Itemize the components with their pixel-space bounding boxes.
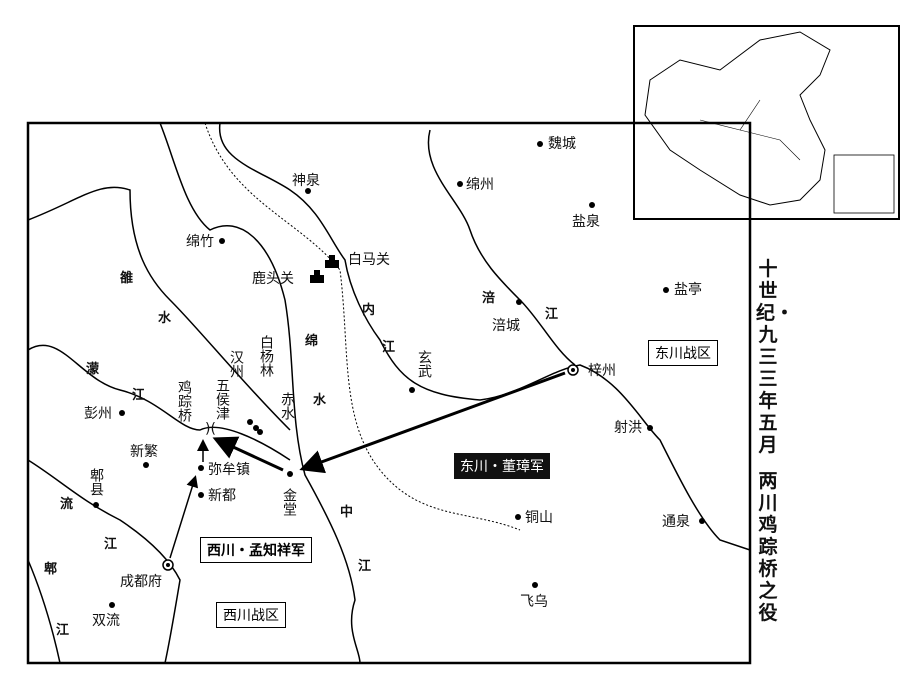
map-title: 十世纪・九三三年五月 两川鸡踪桥之役 — [756, 258, 795, 624]
town-dots — [93, 141, 705, 608]
svg-text:金堂: 金堂 — [281, 488, 297, 516]
west-army-arrow — [169, 475, 199, 559]
svg-text:流: 流 — [60, 496, 73, 512]
east-army-arrow-2 — [212, 436, 284, 472]
svg-text:江: 江 — [104, 536, 117, 552]
svg-text:五侯津: 五侯津 — [214, 378, 230, 420]
label-xinfan: 新繁 — [130, 444, 158, 460]
svg-text:濛: 濛 — [86, 361, 99, 377]
east-army-arrow — [299, 371, 566, 474]
label-lutouguan: 鹿头关 — [252, 270, 294, 287]
bridge-icon: )( — [205, 421, 216, 437]
svg-text:江: 江 — [382, 339, 395, 355]
svg-text:江: 江 — [358, 558, 371, 574]
svg-text:江: 江 — [132, 387, 145, 403]
label-tongshan: 铜山 — [525, 510, 553, 526]
label-xindu: 新都 — [208, 488, 236, 504]
svg-text:水: 水 — [313, 392, 327, 408]
label-mianzhu: 绵竹 — [186, 233, 214, 250]
boundary-dotted — [204, 122, 521, 531]
label-tongquan: 通泉 — [662, 513, 690, 530]
label-fucheng: 涪城 — [492, 318, 520, 334]
svg-text:玄武: 玄武 — [416, 349, 432, 378]
svg-text:水: 水 — [158, 310, 172, 326]
army-label-west: 西川・孟知祥军 — [200, 537, 312, 563]
zone-label-west: 西川战区 — [216, 602, 286, 628]
label-weicheng: 魏城 — [548, 136, 576, 152]
river-labels: 雒水 绵水 内江 涪江 濛江 流江 郫江 中江 — [44, 270, 558, 638]
label-yanting: 盐亭 — [674, 281, 702, 298]
svg-text:郫: 郫 — [44, 561, 57, 577]
svg-text:绵: 绵 — [305, 333, 318, 349]
label-chengdufu: 成都府 — [120, 574, 162, 590]
vertical-labels: 汉州 白杨林 五侯津 鸡踪桥 赤水 玄武 金堂 郫县 — [88, 335, 432, 516]
rivers — [27, 122, 751, 664]
zone-label-east: 东川战区 — [648, 340, 718, 366]
label-yanquan: 盐泉 — [572, 213, 600, 230]
svg-text:白杨林: 白杨林 — [258, 335, 274, 377]
label-mianzhou: 绵州 — [466, 176, 494, 193]
army-label-east: 东川・董璋军 — [454, 453, 550, 479]
pass-icons — [310, 255, 339, 283]
svg-text:中: 中 — [340, 504, 353, 520]
svg-text:江: 江 — [56, 622, 69, 638]
inset-china-outline — [644, 31, 831, 206]
svg-text:涪: 涪 — [482, 290, 495, 306]
svg-text:郫县: 郫县 — [88, 468, 104, 496]
capital-markers — [162, 364, 579, 571]
svg-text:雒: 雒 — [119, 270, 133, 286]
label-mimouzhen: 弥牟镇 — [208, 461, 250, 478]
label-shenquan: 神泉 — [292, 172, 320, 189]
label-shehong: 射洪 — [614, 420, 642, 436]
svg-text:鸡踪桥: 鸡踪桥 — [176, 379, 192, 422]
svg-text:江: 江 — [545, 306, 558, 322]
label-pengzhou: 彭州 — [84, 406, 112, 422]
label-baimaguan: 白马关 — [348, 252, 390, 268]
svg-text:内: 内 — [362, 302, 375, 318]
label-zizhou: 梓州 — [588, 363, 616, 379]
label-feiwu: 飞乌 — [520, 594, 548, 610]
svg-text:汉州: 汉州 — [228, 350, 244, 378]
label-shuangliu: 双流 — [92, 613, 120, 629]
main-map-frame — [26, 121, 752, 665]
svg-text:赤水: 赤水 — [279, 392, 295, 420]
